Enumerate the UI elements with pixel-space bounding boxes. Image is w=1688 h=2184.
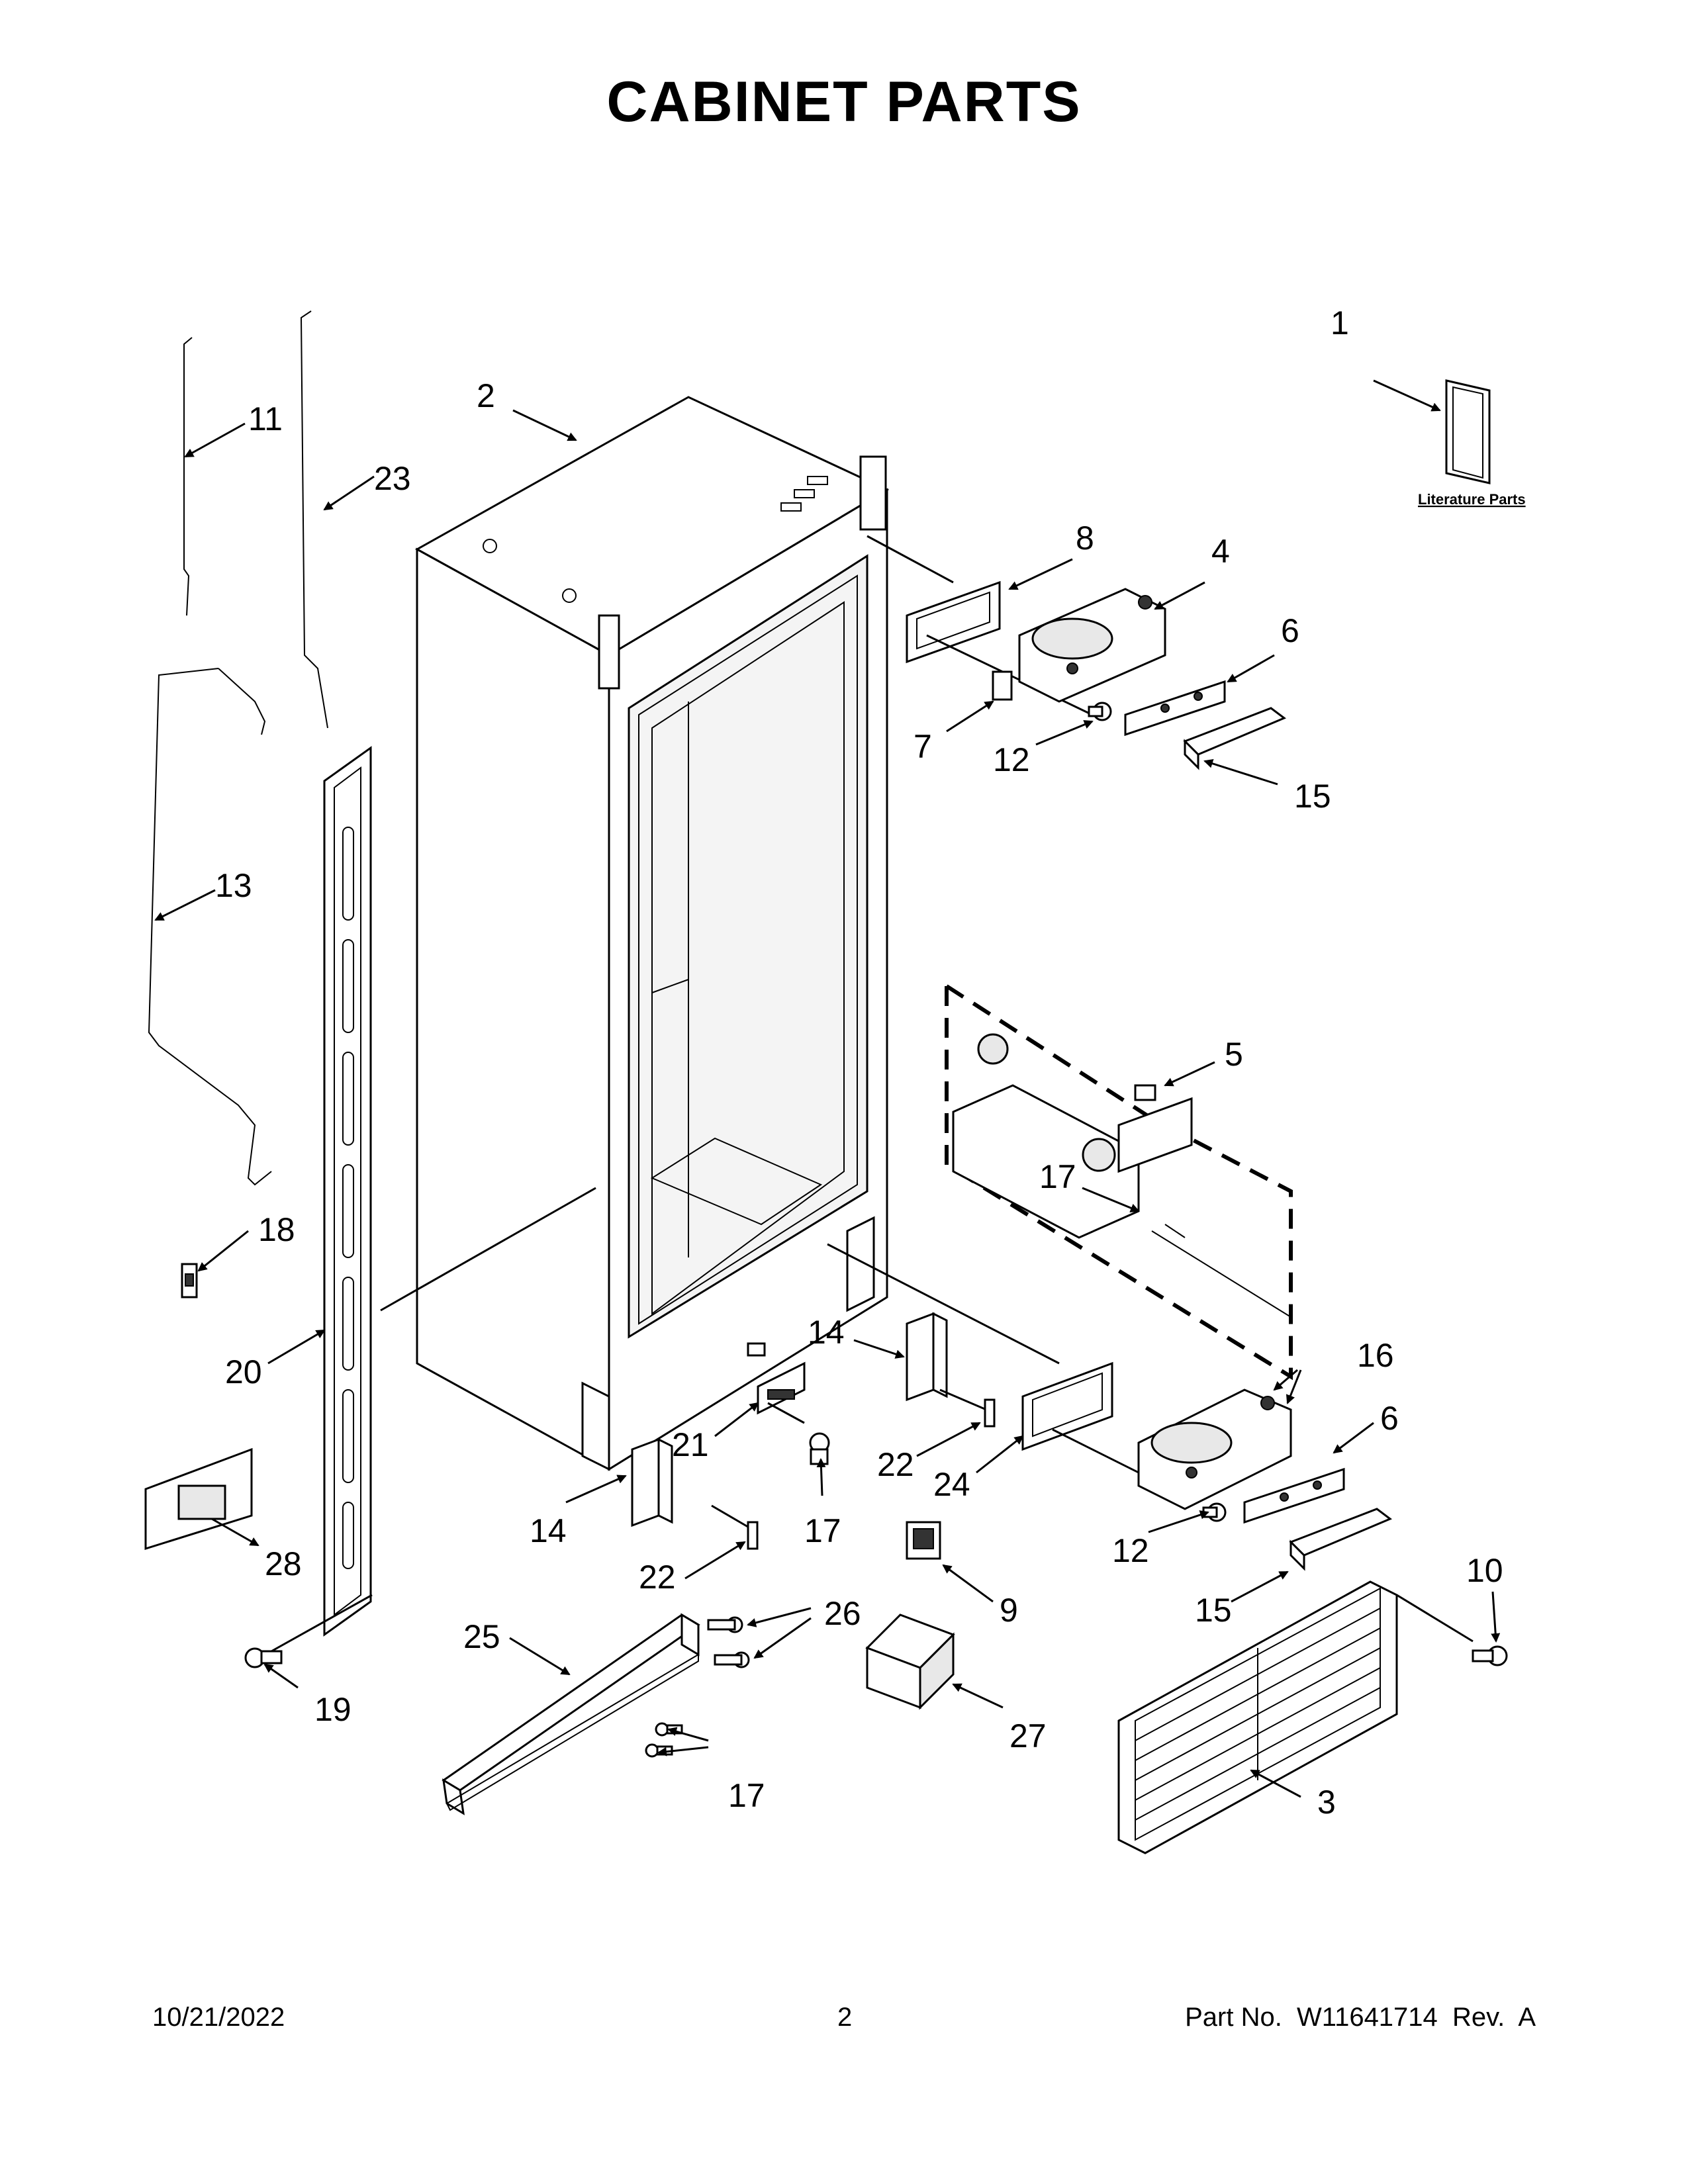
callout-21: 21 xyxy=(672,1426,709,1463)
rod-part-22-left xyxy=(711,1504,759,1550)
callout-3: 3 xyxy=(1317,1784,1336,1821)
callout-24: 24 xyxy=(933,1466,970,1503)
bracket-part-28 xyxy=(144,1447,253,1551)
hinge-part-4 xyxy=(1018,588,1166,703)
wire-part-11 xyxy=(183,337,193,616)
grille-part-3 xyxy=(1117,1580,1398,1854)
screw-part-17-center xyxy=(809,1432,830,1465)
callout-15a: 15 xyxy=(1294,778,1331,815)
footer-page-number: 2 xyxy=(837,2003,853,2032)
screw-part-10 xyxy=(1472,1645,1508,1666)
footer-date: 10/21/2022 xyxy=(152,2003,285,2032)
callout-8: 8 xyxy=(1076,520,1094,557)
screw-part-19 xyxy=(244,1647,283,1668)
rod-part-22-right xyxy=(939,1388,996,1428)
hinge-part-16 xyxy=(1137,1388,1292,1510)
callout-25: 25 xyxy=(463,1618,500,1655)
callout-9: 9 xyxy=(1000,1592,1018,1629)
callout-22a: 22 xyxy=(877,1446,914,1483)
callout-18: 18 xyxy=(258,1211,295,1248)
bracket-part-14-right xyxy=(906,1312,948,1402)
callout-6a: 6 xyxy=(1281,612,1299,649)
callout-2: 2 xyxy=(477,377,495,414)
hinge-cap-part-15-bottom xyxy=(1289,1508,1392,1571)
frame-part-25 xyxy=(442,1613,700,1815)
callout-15b: 15 xyxy=(1195,1592,1232,1629)
bumper-part-7 xyxy=(992,670,1013,701)
literature-part-1 xyxy=(1445,379,1491,484)
switch-part-9 xyxy=(906,1521,941,1560)
side-trim-part-20 xyxy=(323,746,372,1637)
callout-1: 1 xyxy=(1331,304,1349,341)
callout-22b: 22 xyxy=(639,1559,676,1596)
bracket-part-14-left xyxy=(631,1437,673,1527)
literature-parts-label: Literature Parts xyxy=(1418,491,1526,508)
bracket-part-21 xyxy=(747,1342,806,1415)
rod-part-23 xyxy=(300,310,328,729)
callout-28: 28 xyxy=(265,1545,302,1582)
callout-23: 23 xyxy=(374,460,411,497)
callout-19: 19 xyxy=(314,1691,352,1728)
leader-arrows xyxy=(154,379,1501,1798)
callout-5: 5 xyxy=(1225,1036,1243,1073)
screws-part-26 xyxy=(707,1616,750,1668)
hinge-plate-part-6-top xyxy=(1124,680,1226,737)
callout-27: 27 xyxy=(1009,1717,1047,1754)
wire-frame-part-13 xyxy=(148,668,272,1186)
callout-20: 20 xyxy=(225,1353,262,1390)
callout-4: 4 xyxy=(1211,533,1230,570)
callout-11: 11 xyxy=(248,400,283,437)
callout-14b: 14 xyxy=(530,1512,567,1549)
callout-7: 7 xyxy=(914,728,932,765)
clip-part-18 xyxy=(181,1263,198,1298)
callout-26: 26 xyxy=(824,1595,861,1632)
cabinet-drawing xyxy=(414,396,890,1471)
callout-12b: 12 xyxy=(1112,1532,1149,1569)
callout-14a: 14 xyxy=(808,1314,845,1351)
callout-12a: 12 xyxy=(993,741,1030,778)
callout-6b: 6 xyxy=(1380,1400,1399,1437)
block-part-27 xyxy=(865,1614,955,1710)
hinge-cover-part-24 xyxy=(1021,1361,1113,1451)
footer-part-number: Part No. W11641714 Rev. A xyxy=(1185,2003,1536,2032)
callout-17b: 17 xyxy=(804,1512,841,1549)
callout-17a: 17 xyxy=(1039,1158,1076,1195)
screw-part-12-top xyxy=(1088,702,1112,721)
callout-17c: 17 xyxy=(728,1777,765,1814)
callout-16: 16 xyxy=(1357,1337,1394,1374)
hinge-cover-part-8 xyxy=(906,580,1001,664)
callout-13: 13 xyxy=(215,867,252,904)
page-title: CABINET PARTS xyxy=(606,70,1082,134)
hinge-plate-part-6-bottom xyxy=(1243,1467,1345,1524)
hinge-cap-part-15-top xyxy=(1183,707,1286,770)
callout-10: 10 xyxy=(1466,1552,1503,1589)
